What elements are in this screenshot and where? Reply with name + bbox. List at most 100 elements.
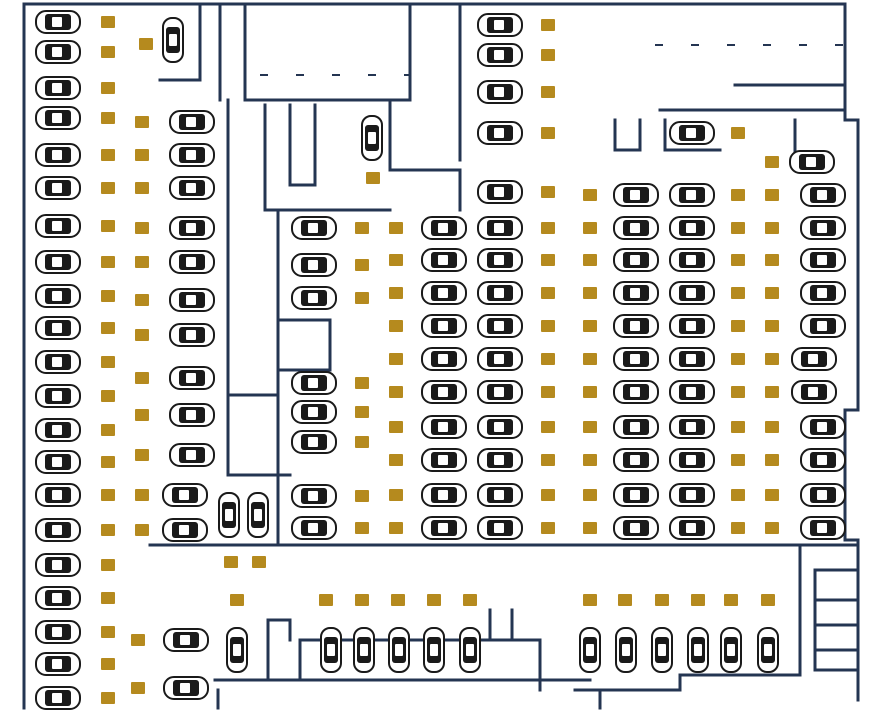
parked-car-icon bbox=[459, 627, 481, 673]
parked-car-icon bbox=[720, 627, 742, 673]
parked-car-icon bbox=[421, 314, 467, 338]
spot-number-badge bbox=[389, 287, 403, 299]
spot-number-badge bbox=[135, 222, 149, 234]
parked-car-icon bbox=[477, 516, 523, 540]
parked-car-icon bbox=[361, 115, 383, 161]
parked-car-icon bbox=[162, 17, 184, 63]
parked-car-icon bbox=[169, 403, 215, 427]
parked-car-icon bbox=[35, 620, 81, 644]
spot-number-badge bbox=[355, 594, 369, 606]
spot-number-badge bbox=[319, 594, 333, 606]
spot-number-badge bbox=[101, 356, 115, 368]
parked-car-icon bbox=[35, 350, 81, 374]
parked-car-icon bbox=[613, 216, 659, 240]
spot-number-badge bbox=[355, 377, 369, 389]
parked-car-icon bbox=[163, 676, 209, 700]
spot-number-badge bbox=[541, 386, 555, 398]
parked-car-icon bbox=[477, 347, 523, 371]
spot-number-badge bbox=[541, 127, 555, 139]
spot-number-badge bbox=[731, 353, 745, 365]
parked-car-icon bbox=[35, 553, 81, 577]
spot-number-badge bbox=[765, 222, 779, 234]
parked-car-icon bbox=[291, 286, 337, 310]
parked-car-icon bbox=[477, 13, 523, 37]
spot-number-badge bbox=[135, 294, 149, 306]
parked-car-icon bbox=[579, 627, 601, 673]
spot-number-badge bbox=[541, 49, 555, 61]
spot-number-badge bbox=[541, 254, 555, 266]
spot-number-badge bbox=[101, 46, 115, 58]
parked-car-icon bbox=[669, 448, 715, 472]
spot-number-badge bbox=[731, 320, 745, 332]
spot-number-badge bbox=[101, 424, 115, 436]
parked-car-icon bbox=[247, 492, 269, 538]
parked-car-icon bbox=[421, 448, 467, 472]
parked-car-icon bbox=[613, 483, 659, 507]
spot-number-badge bbox=[355, 292, 369, 304]
spot-number-badge bbox=[731, 254, 745, 266]
parked-car-icon bbox=[423, 627, 445, 673]
parked-car-icon bbox=[169, 110, 215, 134]
parked-cars bbox=[35, 10, 846, 710]
spot-number-badge bbox=[101, 290, 115, 302]
parked-car-icon bbox=[169, 323, 215, 347]
spot-number-badge bbox=[765, 320, 779, 332]
parked-car-icon bbox=[800, 281, 846, 305]
spot-number-badge bbox=[541, 287, 555, 299]
parked-car-icon bbox=[669, 248, 715, 272]
parked-car-icon bbox=[789, 150, 835, 174]
spot-number-badge bbox=[541, 353, 555, 365]
spot-number-badge bbox=[541, 320, 555, 332]
spot-number-badge bbox=[761, 594, 775, 606]
parked-car-icon bbox=[169, 288, 215, 312]
parked-car-icon bbox=[35, 106, 81, 130]
spot-number-badge bbox=[583, 353, 597, 365]
spot-number-badge bbox=[389, 522, 403, 534]
parked-car-icon bbox=[613, 248, 659, 272]
spot-number-badge bbox=[583, 254, 597, 266]
parked-car-icon bbox=[35, 76, 81, 100]
parked-car-icon bbox=[613, 183, 659, 207]
parked-car-icon bbox=[477, 80, 523, 104]
spot-number-badge bbox=[541, 86, 555, 98]
parked-car-icon bbox=[800, 314, 846, 338]
parked-car-icon bbox=[291, 371, 337, 395]
spot-number-badge bbox=[101, 220, 115, 232]
spot-number-badge bbox=[101, 82, 115, 94]
parked-car-icon bbox=[669, 183, 715, 207]
spot-number-badge bbox=[427, 594, 441, 606]
spot-number-badge bbox=[583, 222, 597, 234]
parked-car-icon bbox=[35, 586, 81, 610]
parked-car-icon bbox=[35, 284, 81, 308]
spot-number-badge bbox=[583, 320, 597, 332]
parked-car-icon bbox=[800, 516, 846, 540]
spot-number-badge bbox=[101, 112, 115, 124]
spot-number-badge bbox=[765, 454, 779, 466]
parked-car-icon bbox=[35, 450, 81, 474]
spot-number-badge bbox=[655, 594, 669, 606]
spot-number-badge bbox=[135, 409, 149, 421]
parked-car-icon bbox=[35, 316, 81, 340]
walls bbox=[22, 2, 860, 710]
spot-number-badge bbox=[131, 634, 145, 646]
spot-number-badge bbox=[101, 456, 115, 468]
parked-car-icon bbox=[35, 418, 81, 442]
spot-number-badge bbox=[366, 172, 380, 184]
parked-car-icon bbox=[477, 121, 523, 145]
parked-car-icon bbox=[613, 380, 659, 404]
spot-number-badge bbox=[765, 189, 779, 201]
spot-number-badge bbox=[101, 16, 115, 28]
parked-car-icon bbox=[791, 380, 837, 404]
parked-car-icon bbox=[669, 516, 715, 540]
spot-number-badge bbox=[101, 149, 115, 161]
spot-number-badge bbox=[765, 489, 779, 501]
spot-number-badge bbox=[583, 454, 597, 466]
parked-car-icon bbox=[477, 314, 523, 338]
spot-number-badge bbox=[101, 592, 115, 604]
parked-car-icon bbox=[800, 448, 846, 472]
spot-number-badge bbox=[583, 386, 597, 398]
parked-car-icon bbox=[35, 652, 81, 676]
spot-number-badge bbox=[765, 421, 779, 433]
parked-car-icon bbox=[613, 415, 659, 439]
parked-car-icon bbox=[477, 43, 523, 67]
